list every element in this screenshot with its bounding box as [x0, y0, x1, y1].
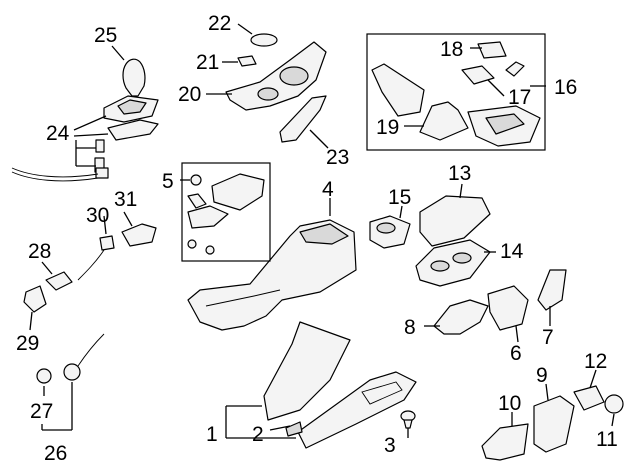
callout-13: 13 — [448, 162, 471, 185]
power-outlet-group — [23, 223, 157, 313]
clip-part — [400, 410, 416, 429]
group-box-16 — [366, 33, 546, 151]
callout-29: 29 — [16, 332, 39, 355]
rear-vent-group — [481, 385, 624, 461]
callout-7: 7 — [542, 326, 554, 349]
callout-12: 12 — [584, 350, 607, 373]
shift-indicator-part — [11, 95, 159, 182]
callout-14: 14 — [500, 240, 524, 263]
cup-holder-part — [369, 215, 411, 249]
callout-9: 9 — [536, 364, 548, 387]
storage-tray-part — [415, 239, 491, 287]
shift-knob-part — [122, 58, 146, 97]
callout-24: 24 — [46, 122, 70, 145]
shift-boot-group — [371, 41, 541, 147]
trim-parts-group — [225, 33, 327, 143]
callout-8: 8 — [404, 316, 416, 339]
callout-3: 3 — [384, 434, 396, 457]
callout-6: 6 — [510, 342, 522, 365]
callout-18: 18 — [440, 38, 463, 61]
callout-26: 26 — [44, 442, 67, 465]
callout-27: 27 — [30, 400, 53, 423]
armrest-lid-group — [187, 173, 265, 255]
lighter-group — [36, 333, 105, 384]
callout-28: 28 — [28, 240, 51, 263]
callout-labels: 1 2 3 4 5 6 7 8 9 10 11 12 13 14 15 16 1… — [16, 12, 618, 465]
rear-parts-group — [433, 269, 567, 335]
leader-lines — [29, 23, 615, 439]
callout-19: 19 — [376, 116, 399, 139]
callout-5: 5 — [162, 170, 174, 193]
callout-21: 21 — [196, 51, 219, 74]
callout-15: 15 — [388, 186, 411, 209]
armrest-part — [419, 195, 491, 247]
center-console-part — [187, 219, 357, 331]
callout-17: 17 — [508, 86, 531, 109]
callout-30: 30 — [86, 204, 109, 227]
callout-22: 22 — [208, 12, 231, 35]
callout-2: 2 — [252, 423, 264, 446]
callout-10: 10 — [498, 392, 521, 415]
callout-31: 31 — [114, 188, 137, 211]
callout-16: 16 — [554, 76, 577, 99]
callout-23: 23 — [326, 146, 349, 169]
group-box-5 — [181, 162, 271, 262]
callout-4: 4 — [322, 178, 334, 201]
callout-11: 11 — [596, 428, 618, 451]
console-side-panels — [263, 321, 417, 449]
callout-1: 1 — [206, 423, 218, 446]
callout-20: 20 — [178, 83, 201, 106]
callout-25: 25 — [94, 24, 117, 47]
